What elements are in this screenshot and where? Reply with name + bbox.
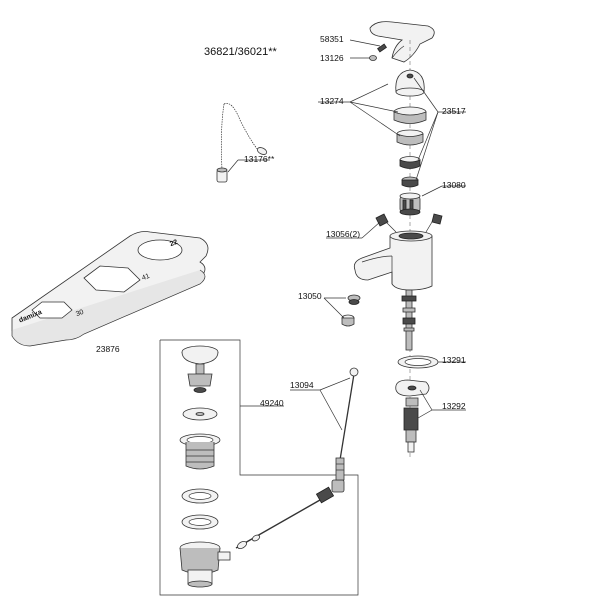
drain-ring-2 (181, 514, 219, 530)
cartridge-13080 (399, 192, 421, 216)
drain-body (179, 541, 231, 588)
part-label-13080: 13080 (442, 180, 466, 190)
part-label-13292: 13292 (442, 401, 466, 411)
drain-washer (182, 407, 218, 421)
washer-13291 (397, 355, 439, 369)
drain-ring-1 (181, 488, 219, 504)
drain-flange (179, 433, 221, 470)
part-label-13126: 13126 (320, 53, 344, 63)
side-bolt-right (425, 213, 443, 233)
part-label-49240: 49240 (260, 398, 284, 408)
cap-13126 (369, 55, 377, 61)
tap-body (353, 230, 433, 291)
wrench-plate-23876 (11, 231, 209, 347)
part-label-13094: 13094 (290, 380, 314, 390)
drain-assembly-frame (159, 339, 359, 596)
part-label-13056: 13056(2) (326, 229, 361, 239)
part-label-13274: 13274 (320, 96, 344, 106)
screw-58351 (377, 43, 387, 53)
threaded-ring-3 (399, 156, 421, 169)
aerator-13050 (341, 294, 361, 327)
lever-handle (369, 21, 435, 63)
dome-cover (395, 69, 425, 97)
threaded-ring-1 (393, 106, 427, 124)
small-disc (401, 176, 419, 188)
threaded-ring-2 (396, 129, 424, 146)
part-label-23517: 23517 (442, 106, 466, 116)
model-number-title: 36821/36021** (204, 46, 277, 58)
chain-plug-13176 (216, 103, 268, 183)
pivot-rod (235, 479, 345, 550)
drain-stopper (181, 345, 219, 393)
part-label-13176: 13176** (244, 154, 275, 164)
part-label-23876: 23876 (96, 344, 120, 354)
mounting-stud (401, 289, 417, 351)
fixing-plate-13292 (395, 379, 430, 453)
part-label-13291: 13291 (442, 355, 466, 365)
lift-rod-13094 (335, 367, 359, 481)
part-label-13050: 13050 (298, 291, 322, 301)
part-label-58351: 58351 (320, 34, 344, 44)
